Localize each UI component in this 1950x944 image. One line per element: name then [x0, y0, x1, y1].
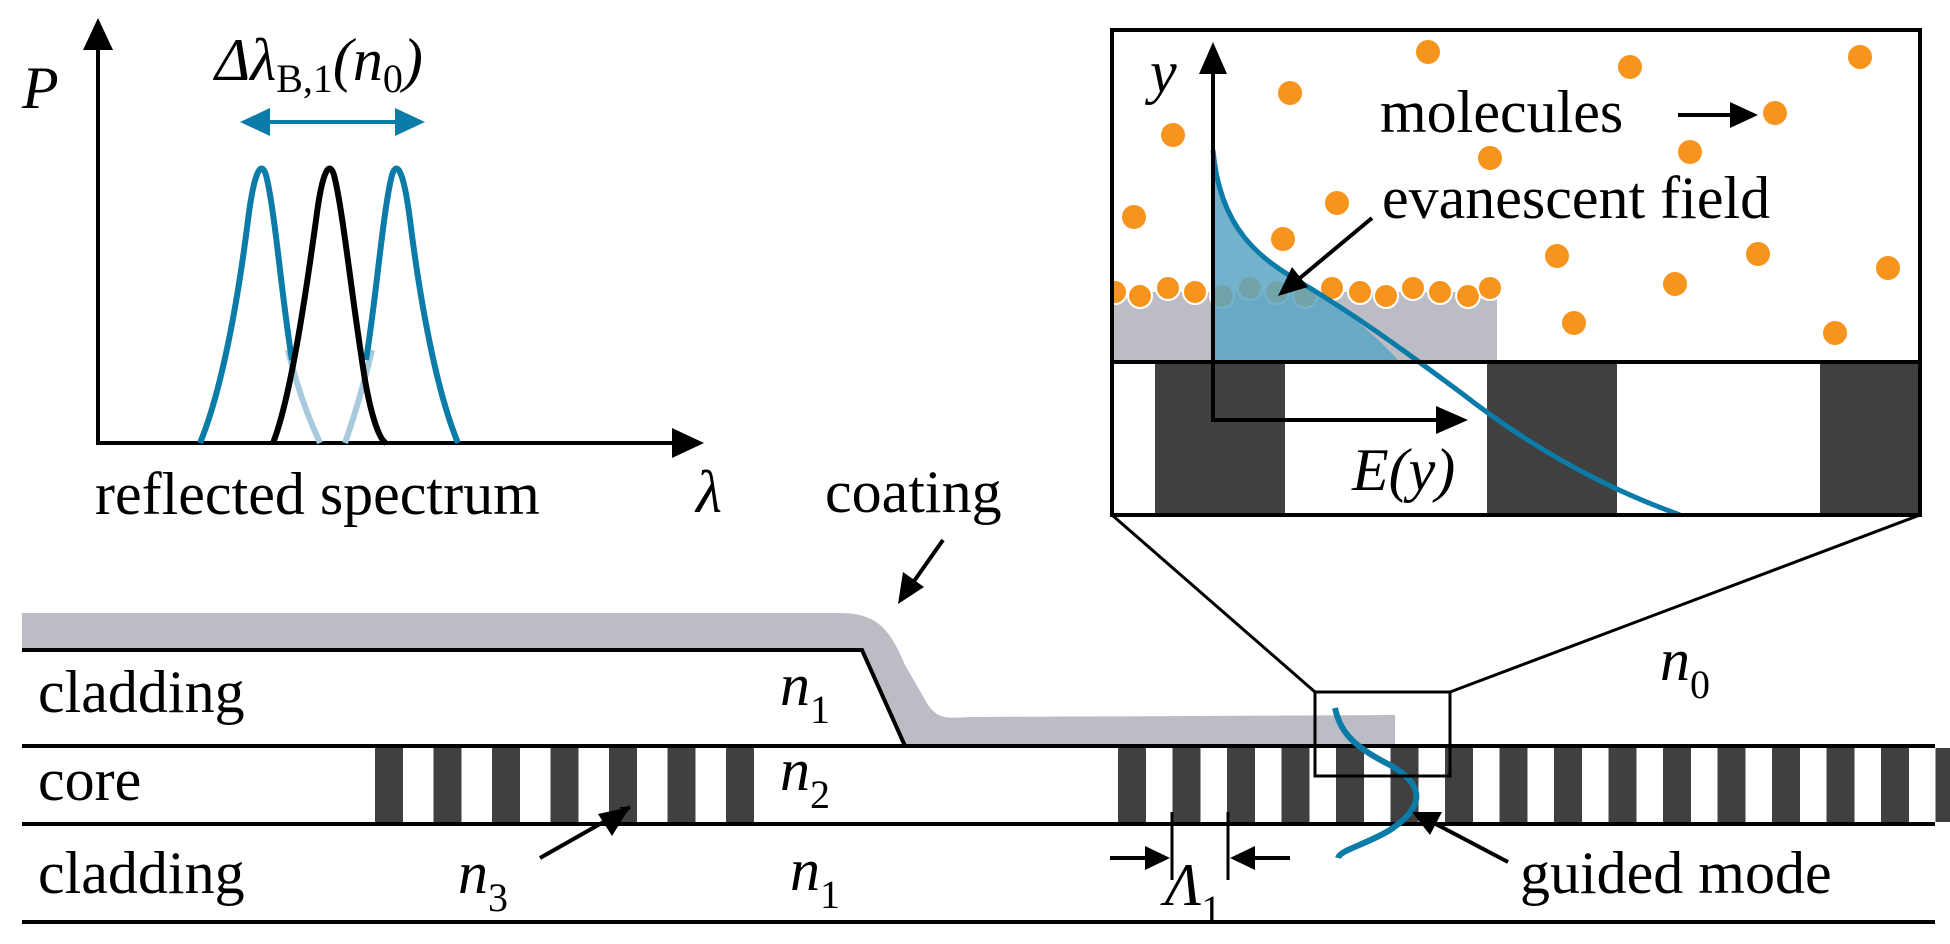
grating-right-bar [1282, 748, 1310, 822]
free-molecule [1848, 45, 1872, 69]
peak-shifted-left [200, 169, 292, 443]
grating-left-bar [434, 748, 462, 822]
grating-left [375, 748, 754, 822]
free-molecule [1746, 242, 1770, 266]
free-molecule [1876, 256, 1900, 280]
refractive-index-n1-bottom: n1 [790, 837, 840, 917]
free-molecule [1325, 191, 1349, 215]
spectrum-caption: reflected spectrum [95, 461, 540, 527]
guided-mode-label: guided mode [1520, 840, 1832, 906]
inset-grating-bar [1820, 362, 1950, 515]
refractive-index-n2: n2 [780, 737, 830, 817]
free-molecule [1278, 81, 1302, 105]
bandwidth-arrow [240, 108, 425, 136]
zoom-connector-left [1112, 515, 1315, 692]
fiber-cross-section: cladding core cladding n1 n2 n1 n3 n0 co… [22, 459, 1950, 932]
grating-left-bar [492, 748, 520, 822]
grating-right-bar [1936, 748, 1950, 822]
refractive-index-n0: n0 [1660, 627, 1710, 707]
spectrum-x-axis-arrowhead [672, 428, 704, 458]
grating-right-bar [1772, 748, 1800, 822]
adsorbed-molecule [1428, 280, 1452, 304]
coating-pointer-line [912, 540, 943, 584]
refractive-index-n3: n3 [458, 840, 508, 920]
layer-label-core: core [38, 747, 141, 813]
peak-shifted-right [366, 169, 458, 443]
coating-label: coating [825, 459, 1002, 525]
grating-right-bar [1336, 748, 1364, 822]
adsorbed-molecule [1478, 276, 1502, 300]
grating-right-bar [1609, 748, 1637, 822]
adsorbed-molecule [1456, 284, 1480, 308]
coating-pointer-arrowhead [898, 572, 924, 604]
free-molecule [1545, 244, 1569, 268]
grating-right-bar [1227, 748, 1255, 822]
grating-right-bar [1718, 748, 1746, 822]
free-molecule [1122, 205, 1146, 229]
free-molecule [1271, 227, 1295, 251]
adsorbed-molecule [1103, 280, 1127, 304]
layer-label-bottom-cladding: cladding [38, 840, 245, 906]
inset-x-label: E(y) [1351, 437, 1455, 503]
layer-label-top-cladding: cladding [38, 659, 245, 725]
inset-grating-bar [1155, 362, 1285, 515]
peak-reference-black [273, 169, 386, 443]
free-molecule [1678, 140, 1702, 164]
spectrum-y-label: P [21, 55, 59, 121]
free-molecule [1763, 101, 1787, 125]
grating-left-bar [551, 748, 579, 822]
adsorbed-molecule [1183, 280, 1207, 304]
guided-mode-pointer-line [1432, 822, 1508, 862]
free-molecule [1663, 272, 1687, 296]
grating-left-bar [668, 748, 696, 822]
free-molecule [1416, 40, 1440, 64]
inset-grating [1155, 362, 1950, 515]
refractive-index-n1-top: n1 [780, 652, 830, 732]
grating-right-bar [1173, 748, 1201, 822]
grating-right-bar [1663, 748, 1691, 822]
grating-left-bar [726, 748, 754, 822]
free-molecule [1161, 123, 1185, 147]
free-molecule [1618, 55, 1642, 79]
bandwidth-label: ΔλB,1(n0) [213, 27, 423, 101]
grating-right-bar [1881, 748, 1909, 822]
grating-right-bar [1827, 748, 1855, 822]
grating-right [1118, 748, 1950, 822]
grating-right-bar [1118, 748, 1146, 822]
grating-right-bar [1500, 748, 1528, 822]
free-molecule [1562, 311, 1586, 335]
spectrum-plot: P λ reflected spectrum ΔλB,1(n0) [21, 18, 722, 527]
adsorbed-molecule [1348, 280, 1372, 304]
adsorbed-molecule [1128, 284, 1152, 308]
spectrum-x-label: λ [694, 459, 722, 525]
inset-grating-bar [1487, 362, 1617, 515]
evanescent-field-label: evanescent field [1382, 165, 1770, 231]
adsorbed-molecule [1374, 284, 1398, 308]
adsorbed-molecule [1401, 276, 1425, 300]
free-molecule [1823, 321, 1847, 345]
molecules-label: molecules [1380, 79, 1623, 145]
evanescent-field-inset: y E(y) molecules evanescent field [1103, 30, 1950, 515]
grating-right-bar [1554, 748, 1582, 822]
adsorbed-molecule [1156, 276, 1180, 300]
spectrum-y-axis-arrowhead [83, 18, 113, 50]
grating-left-bar [375, 748, 403, 822]
